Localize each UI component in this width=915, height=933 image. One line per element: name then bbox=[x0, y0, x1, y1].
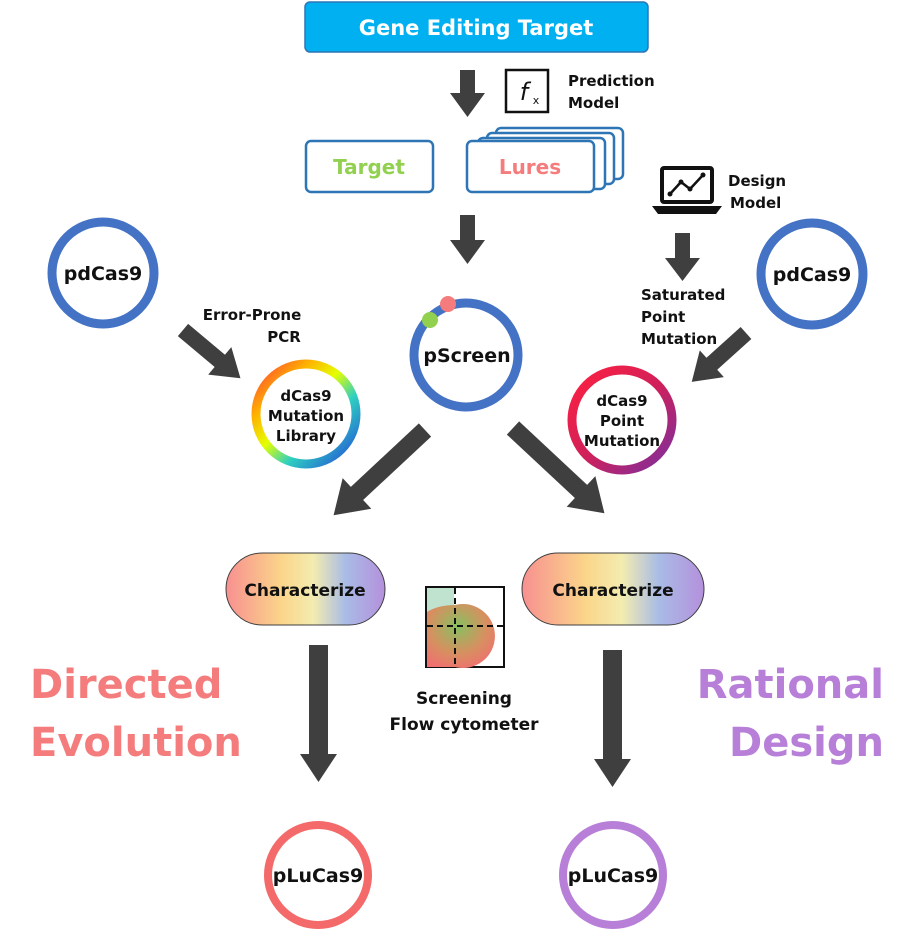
library-line2: Mutation bbox=[268, 407, 344, 425]
lures-stack: Lures bbox=[465, 126, 625, 194]
pscreen-label: pScreen bbox=[423, 345, 510, 367]
arrow-diag-left bbox=[177, 323, 241, 379]
saturated-line2: Point bbox=[641, 308, 685, 326]
arrow-diag-right bbox=[691, 327, 752, 382]
directed-line2: Evolution bbox=[30, 720, 242, 766]
function-fx-icon: f x bbox=[504, 68, 550, 114]
rational-line1: Rational bbox=[697, 662, 884, 708]
point-mutation-plasmid: dCas9 Point Mutation bbox=[567, 365, 677, 475]
point-mutation-line3: Mutation bbox=[584, 432, 660, 450]
target-site-dot bbox=[422, 312, 438, 328]
mutation-library-plasmid: dCas9 Mutation Library bbox=[251, 359, 361, 469]
plucas9-right-label: pLuCas9 bbox=[568, 865, 659, 887]
header-box: Gene Editing Target bbox=[304, 1, 649, 53]
pdcas9-right-label: pdCas9 bbox=[773, 264, 852, 286]
arrow-down-left-long bbox=[300, 645, 337, 782]
flow-cytometry-plot-icon bbox=[425, 586, 505, 668]
plucas9-left-label: pLuCas9 bbox=[273, 865, 364, 887]
arrow-down-2 bbox=[450, 215, 485, 264]
prediction-model-line1: Prediction bbox=[568, 72, 655, 90]
library-line3: Library bbox=[276, 427, 336, 445]
pdcas9-left-label: pdCas9 bbox=[64, 263, 143, 285]
header-title: Gene Editing Target bbox=[359, 16, 594, 40]
library-line1: dCas9 bbox=[280, 387, 331, 405]
target-box: Target bbox=[304, 139, 435, 194]
rational-line2: Design bbox=[729, 720, 884, 766]
arrow-pscreen-to-left bbox=[333, 423, 432, 516]
pscreen-plasmid: pScreen bbox=[409, 296, 523, 412]
characterize-left-pill: Characterize bbox=[225, 552, 386, 626]
error-prone-line2: PCR bbox=[267, 328, 301, 346]
arrow-down-right-long bbox=[594, 650, 631, 787]
pdcas9-left-plasmid: pdCas9 bbox=[47, 217, 159, 329]
characterize-right-pill: Characterize bbox=[521, 552, 705, 626]
characterize-left-label: Characterize bbox=[244, 581, 365, 601]
plucas9-left-plasmid: pLuCas9 bbox=[264, 821, 372, 929]
arrow-pscreen-to-right bbox=[506, 421, 605, 514]
arrow-down-1 bbox=[450, 70, 485, 117]
characterize-right-label: Characterize bbox=[552, 581, 673, 601]
point-mutation-line1: dCas9 bbox=[596, 392, 647, 410]
screening-line1: Screening bbox=[416, 689, 512, 709]
design-model-line1: Design bbox=[728, 172, 786, 190]
arrow-down-3 bbox=[665, 233, 700, 281]
error-prone-line1: Error-Prone bbox=[203, 306, 302, 324]
directed-line1: Directed bbox=[30, 662, 222, 708]
laptop-chart-icon bbox=[652, 166, 722, 214]
prediction-model-line2: Model bbox=[568, 94, 619, 112]
lure-site-dot bbox=[440, 296, 456, 312]
point-mutation-line2: Point bbox=[600, 412, 644, 430]
lures-label: Lures bbox=[499, 155, 561, 179]
design-model-line2: Model bbox=[730, 194, 781, 212]
saturated-line3: Mutation bbox=[641, 330, 717, 348]
pdcas9-right-plasmid: pdCas9 bbox=[756, 218, 868, 330]
plucas9-right-plasmid: pLuCas9 bbox=[559, 821, 667, 929]
screening-line2: Flow cytometer bbox=[390, 715, 540, 735]
svg-text:x: x bbox=[533, 94, 540, 107]
saturated-line1: Saturated bbox=[641, 286, 725, 304]
target-label: Target bbox=[333, 155, 405, 179]
